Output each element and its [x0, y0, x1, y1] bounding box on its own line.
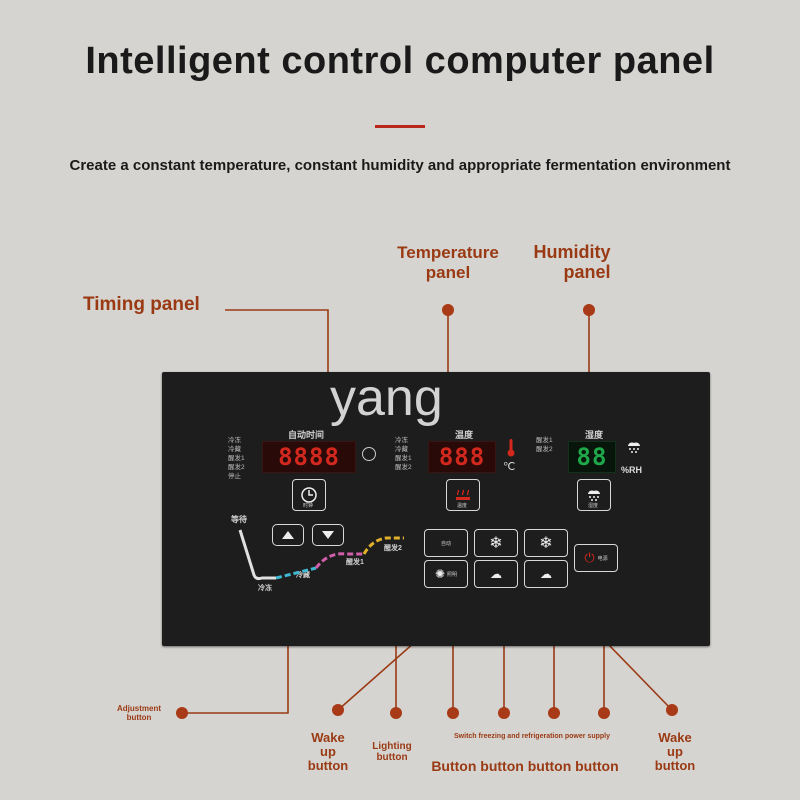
timer-mode: 醒发1: [228, 455, 245, 462]
callout-lighting-line2: button: [376, 752, 408, 763]
clock-button[interactable]: [292, 479, 326, 511]
up-button[interactable]: [272, 524, 304, 546]
mist-icon: [588, 490, 600, 501]
callout-wake-left-line1: Wake: [311, 730, 345, 745]
callout-wake-up-right: Wake up button: [648, 731, 702, 773]
snowflake-icon: ❄: [489, 535, 503, 552]
page-title: Intelligent control computer panel: [85, 40, 715, 82]
temperature-button-label: 温度: [457, 503, 468, 509]
wake-up-button-2[interactable]: ☁: [524, 560, 568, 588]
temperature-unit: ℃: [503, 461, 516, 473]
humidity-mode: 醒发1: [536, 437, 553, 444]
callout-wake-right-line2: up: [667, 744, 683, 759]
humidity-label: 湿度: [585, 430, 604, 440]
curve-label-wait: 等待: [231, 515, 247, 524]
down-button[interactable]: [312, 524, 344, 546]
callout-wake-right-line3: button: [654, 758, 696, 773]
callout-wake-right-line1: Wake: [658, 730, 692, 745]
lighting-button[interactable]: ✺ 照明: [424, 560, 468, 588]
temperature-mode: 冷藏: [395, 446, 408, 453]
auto-button[interactable]: 自动: [424, 529, 468, 557]
mist-icon: ☁: [540, 567, 552, 581]
timer-mode: 冷藏: [228, 446, 241, 453]
callout-timing-panel: Timing panel: [83, 294, 200, 315]
temperature-button[interactable]: [446, 479, 480, 511]
lightbulb-icon: ✺: [434, 567, 446, 581]
timer-mode-list: 冷冻 冷藏 醒发1 醒发2 停止: [228, 436, 245, 481]
callout-lighting-line1: Lighting: [372, 741, 412, 752]
humidity-unit: %RH: [621, 465, 643, 475]
callout-switch-row: Switch freezing and refrigeration power …: [454, 733, 610, 740]
temperature-mode: 醒发2: [395, 464, 412, 471]
callout-adjustment-line2: button: [126, 713, 152, 722]
lighting-button-label: 照明: [447, 571, 458, 578]
timer-icon: [301, 487, 317, 503]
temperature-mode: 冷冻: [395, 437, 408, 444]
callout-adjustment-line1: Adjustment: [117, 704, 161, 713]
fermentation-curve: [238, 529, 404, 581]
arrow-up-icon: [282, 531, 294, 539]
humidity-button[interactable]: [577, 479, 611, 511]
curve-label-chill: 冷藏: [296, 572, 310, 579]
heater-icon: [456, 489, 470, 500]
power-button-label: 电源: [597, 555, 608, 562]
freeze-button[interactable]: ❄: [474, 529, 518, 557]
thermometer-icon: [507, 439, 515, 457]
timer-mode: 醒发2: [228, 464, 245, 471]
humidity-mode: 醒发2: [536, 446, 553, 453]
title-divider: [375, 125, 425, 128]
callout-temperature-panel: Temperature panel: [388, 243, 508, 283]
control-panel: [162, 372, 710, 646]
timer-mode: 冷冻: [228, 437, 241, 444]
watermark: yang: [330, 369, 443, 427]
auto-button-label: 自动: [440, 540, 451, 547]
wake-up-button-1[interactable]: ☁: [474, 560, 518, 588]
humidity-icon: [628, 442, 640, 453]
callout-humidity-line1: Humidity: [533, 242, 611, 262]
callout-temperature-line1: Temperature: [397, 243, 499, 262]
arrow-down-icon: [322, 531, 334, 539]
curve-label-freeze: 冷冻: [258, 585, 272, 592]
callout-lighting-button: Lighting button: [365, 741, 419, 763]
humidity-button-label: 湿度: [588, 503, 599, 509]
curve-label-ferment2: 醒发2: [384, 545, 402, 552]
callout-wake-left-line3: button: [307, 758, 349, 773]
callout-button-row: Button button button button: [431, 758, 619, 774]
temperature-display: 888: [428, 441, 496, 473]
page-subtitle: Create a constant temperature, constant …: [69, 157, 731, 174]
power-button[interactable]: ⏻ 电源: [574, 544, 618, 572]
temperature-mode: 醒发1: [395, 455, 412, 462]
snowflake-icon: ❄: [539, 535, 553, 552]
callout-humidity-line2: panel: [563, 262, 611, 282]
curve-label-ferment1: 醒发1: [346, 559, 364, 566]
temperature-label: 温度: [455, 430, 474, 440]
callout-humidity-panel: Humidity panel: [522, 242, 622, 282]
callout-temperature-line2: panel: [425, 263, 471, 282]
temperature-mode-list: 冷冻 冷藏 醒发1 醒发2: [395, 436, 412, 472]
humidity-display: 88: [568, 441, 616, 473]
refrigerate-button[interactable]: ❄: [524, 529, 568, 557]
power-icon: ⏻: [584, 550, 595, 565]
timer-label: 自动时间: [288, 430, 325, 440]
callout-adjustment-button: Adjustment button: [112, 704, 166, 722]
callout-wake-left-line2: up: [320, 744, 336, 759]
clock-icon: [362, 447, 376, 461]
timer-display: 8888: [262, 441, 356, 473]
timer-mode: 停止: [228, 473, 241, 480]
callout-wake-up-left: Wake up button: [302, 731, 354, 773]
mist-icon: ☁: [490, 567, 502, 581]
humidity-mode-list: 醒发1 醒发2: [536, 436, 553, 454]
clock-button-label: 时钟: [303, 503, 314, 509]
